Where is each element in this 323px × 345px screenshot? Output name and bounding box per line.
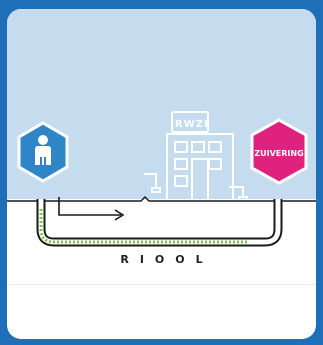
building-sign: RWZI xyxy=(175,119,209,130)
sewer-pipe-inner xyxy=(38,199,281,245)
card-divider xyxy=(7,284,316,285)
sewer-pipe-outer xyxy=(36,199,283,247)
sewer-label: RIOOL xyxy=(120,253,214,266)
sewer-flow-dots xyxy=(39,209,247,244)
tap-icon xyxy=(144,173,248,202)
flow-arrow-icon xyxy=(58,197,125,221)
treatment-label: ZUIVERING xyxy=(254,149,303,158)
treatment-hexagon[interactable] xyxy=(250,118,308,185)
building-icon xyxy=(162,111,242,205)
sewer-illustration: RWZI xyxy=(7,9,316,284)
sewer-card[interactable]: RWZI xyxy=(7,9,316,339)
illustration-svg: RWZI xyxy=(7,111,316,247)
person-icon xyxy=(35,135,51,165)
ground-line xyxy=(7,195,316,202)
